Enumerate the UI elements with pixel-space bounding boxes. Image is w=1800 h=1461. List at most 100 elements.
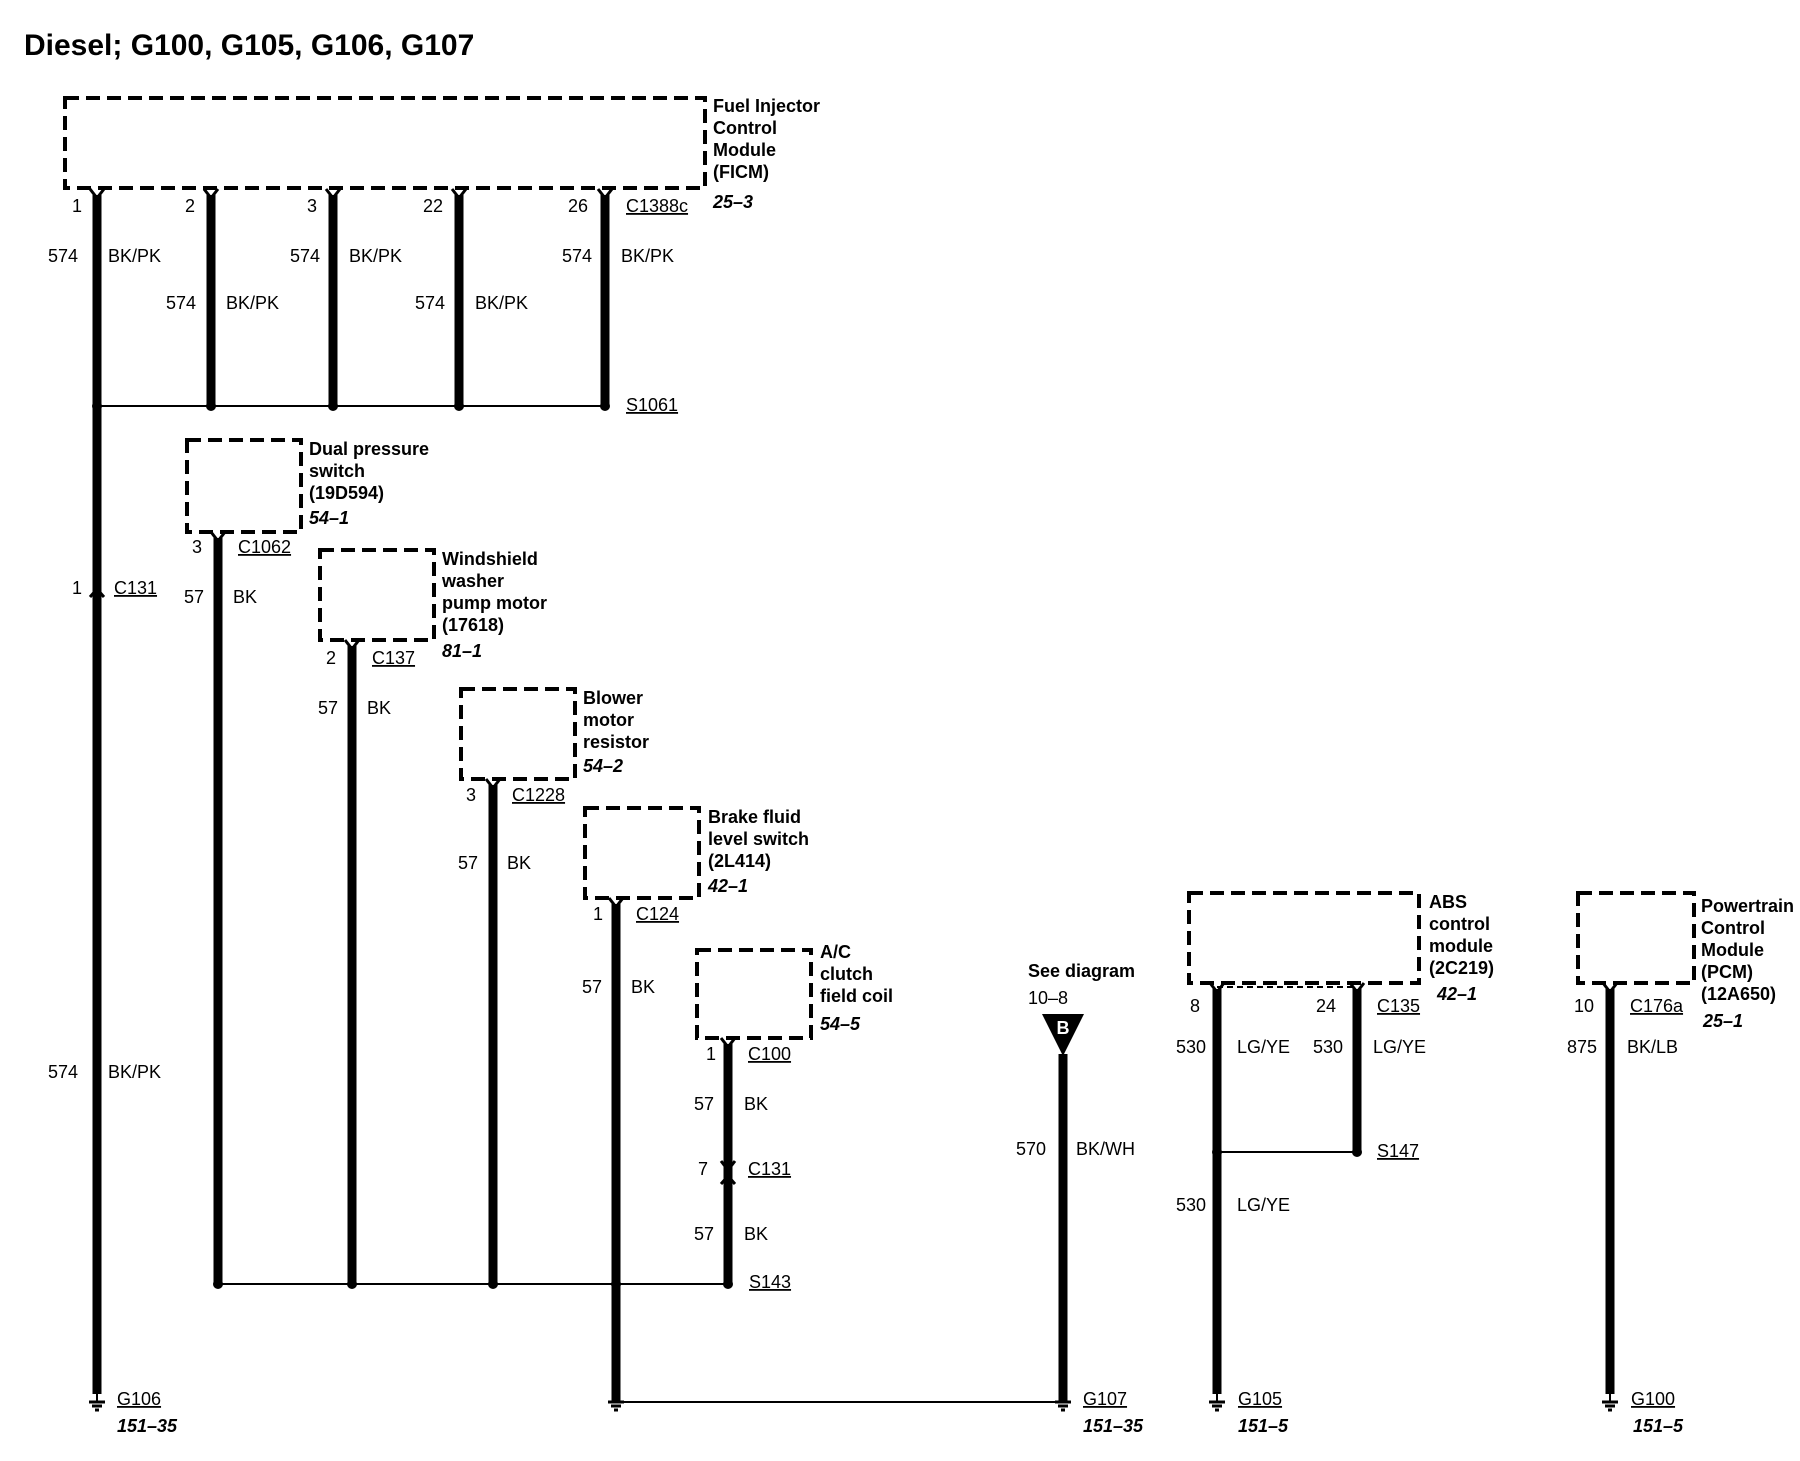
c131-ac-connector: C131: [748, 1159, 791, 1179]
wire-circuit-label: 57: [184, 587, 204, 607]
pin-fork: [324, 187, 342, 200]
dual-pressure-switch-ref: 54–1: [309, 508, 349, 528]
brake-fluid-switch-label: Brake fluid level switch (2L414): [708, 807, 814, 871]
abs-module-box: [1187, 891, 1421, 985]
pin-label: 3: [466, 785, 476, 805]
g106-ref: 151–35: [117, 1416, 178, 1436]
c131-connector: C131: [114, 578, 157, 598]
g105-label: G105: [1238, 1389, 1282, 1409]
brake-fluid-switch-box: [583, 806, 701, 900]
splice-dot: [723, 1279, 733, 1289]
abs-module-ref: 42–1: [1436, 984, 1477, 1004]
wire-color-label: BK/PK: [108, 1062, 161, 1082]
wire-circuit-label: 574: [48, 246, 78, 266]
blower-resistor-ref: 54–2: [583, 756, 623, 776]
ficm-box: [63, 96, 707, 190]
pcm-label: Powertrain Control Module (PCM) (12A650): [1701, 896, 1799, 1004]
pin-fork: [1601, 981, 1619, 994]
pin-label: 24: [1316, 996, 1336, 1016]
g106-label: G106: [117, 1389, 161, 1409]
wire-color-label: BK/PK: [226, 293, 279, 313]
wire-circuit-label: 57: [694, 1094, 714, 1114]
ficm-pin-3: 3: [307, 196, 317, 216]
pin-label: 2: [326, 648, 336, 668]
splice-s147-label: S147: [1377, 1141, 1419, 1161]
pin-fork: [209, 530, 227, 543]
c137-connector: C137: [372, 648, 415, 668]
wire-circuit-label: 574: [290, 246, 320, 266]
wire-circuit-label: 57: [582, 977, 602, 997]
pin-fork: [88, 187, 106, 200]
wire-color-label: BK/LB: [1627, 1037, 1678, 1057]
wire-circuit-label: 574: [415, 293, 445, 313]
dual-pressure-switch-box: [185, 438, 303, 534]
wire-color-label: BK: [631, 977, 655, 997]
c131-pin: 1: [72, 578, 82, 598]
c1228-connector: C1228: [512, 785, 565, 805]
ac-clutch-coil-label: A/C clutch field coil: [820, 942, 893, 1006]
wire-color-label: BK: [744, 1094, 768, 1114]
pin-fork: [596, 187, 614, 200]
c135-connector: C135: [1377, 996, 1420, 1016]
wire-color-label: LG/YE: [1237, 1195, 1290, 1215]
c124-connector: C124: [636, 904, 679, 924]
ac-clutch-coil-ref: 54–5: [820, 1014, 861, 1034]
c176a-connector: C176a: [1630, 996, 1684, 1016]
blower-resistor-label: Blower motor resistor: [583, 688, 649, 752]
splice-s143-label: S143: [749, 1272, 791, 1292]
wire-circuit-label: 530: [1313, 1037, 1343, 1057]
pin-label: 8: [1190, 996, 1200, 1016]
splice-dot: [454, 401, 464, 411]
see-diagram-label: See diagram: [1028, 961, 1135, 981]
pin-label: 10: [1574, 996, 1594, 1016]
ground-icon: [87, 1392, 107, 1412]
ficm-pin-26: 26: [568, 196, 588, 216]
g100-label: G100: [1631, 1389, 1675, 1409]
washer-motor-box: [318, 548, 436, 642]
ficm-pin-2: 2: [185, 196, 195, 216]
wire-color-label: BK/PK: [621, 246, 674, 266]
wire-color-label: BK/PK: [108, 246, 161, 266]
splice-dot: [1352, 1147, 1362, 1157]
wire-color-label: BK/PK: [349, 246, 402, 266]
ficm-pin-22: 22: [423, 196, 443, 216]
splice-dot: [347, 1279, 357, 1289]
ficm-pin-1: 1: [72, 196, 82, 216]
pcm-box: [1576, 891, 1696, 985]
wire-circuit-label: 570: [1016, 1139, 1046, 1159]
c131-ac-pin: 7: [698, 1159, 708, 1179]
brake-fluid-switch-ref: 42–1: [707, 876, 748, 896]
ficm-label: Fuel Injector Control Module (FICM): [713, 96, 825, 182]
pin-label: 1: [706, 1044, 716, 1064]
pin-label: 3: [192, 537, 202, 557]
wire-circuit-label: 57: [318, 698, 338, 718]
g100-ref: 151–5: [1633, 1416, 1684, 1436]
g107-label: G107: [1083, 1389, 1127, 1409]
ficm-connector: C1388c: [626, 196, 688, 216]
splice-dot: [328, 401, 338, 411]
pcm-ref: 25–1: [1702, 1011, 1743, 1031]
c1062-connector: C1062: [238, 537, 291, 557]
wire-color-label: BK/WH: [1076, 1139, 1135, 1159]
c100-connector: C100: [748, 1044, 791, 1064]
offpage-connector-letter: B: [1057, 1018, 1070, 1038]
offpage-connector-icon: [1042, 1014, 1084, 1056]
ac-clutch-coil-box: [695, 948, 813, 1040]
splice-dot: [600, 401, 610, 411]
wire-color-label: BK/PK: [475, 293, 528, 313]
ground-icon: [1053, 1392, 1073, 1412]
blower-resistor-box: [459, 687, 577, 781]
wire-circuit-label: 574: [562, 246, 592, 266]
pin-fork: [202, 187, 220, 200]
splice-dot: [1212, 1147, 1222, 1157]
ground-icon: [1600, 1392, 1620, 1412]
washer-motor-ref: 81–1: [442, 641, 482, 661]
wire-circuit-label: 875: [1567, 1037, 1597, 1057]
abs-module-label: ABS control module (2C219): [1429, 892, 1498, 978]
wire-circuit-label: 574: [48, 1062, 78, 1082]
washer-motor-label: Windshield washer pump motor (17618): [441, 549, 552, 635]
wire-color-label: BK: [507, 853, 531, 873]
wire-color-label: LG/YE: [1373, 1037, 1426, 1057]
